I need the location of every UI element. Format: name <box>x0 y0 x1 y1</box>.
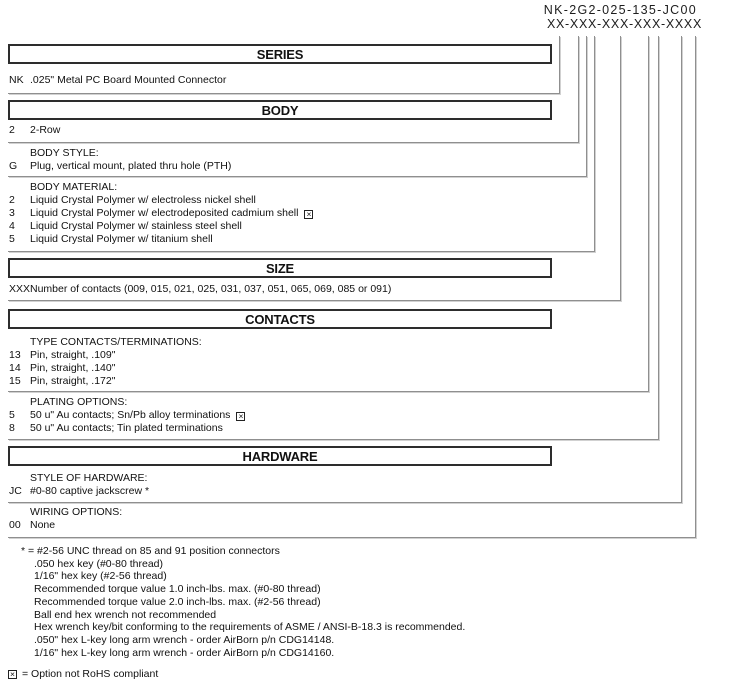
leader-line-series <box>8 36 560 94</box>
footnote-line: * = #2-56 UNC thread on 85 and 91 positi… <box>21 545 280 557</box>
option-code: NK <box>9 74 24 86</box>
option-row: G Plug, vertical mount, plated thru hole… <box>9 160 231 173</box>
section-header-size-label: SIZE <box>265 260 295 276</box>
leader-line-body-style <box>8 36 587 177</box>
option-desc: 50 u" Au contacts; Sn/Pb alloy terminati… <box>30 409 231 421</box>
section-header-series-label: SERIES <box>256 46 304 62</box>
leader-line-size <box>8 36 621 301</box>
footnote-line: Hex wrench key/bit conforming to the req… <box>34 621 466 634</box>
group-title: PLATING OPTIONS: <box>30 396 128 408</box>
section-header-hardware-label: HARDWARE <box>242 448 318 464</box>
option-desc: .025" Metal PC Board Mounted Connector <box>30 74 227 86</box>
option-row: XXX Number of contacts (009, 015, 021, 0… <box>9 283 391 296</box>
rohs-legend-text: = Option not RoHS compliant <box>22 668 159 680</box>
option-code: 2 <box>9 124 15 136</box>
option-desc: 2-Row <box>30 124 61 136</box>
option-desc: #0-80 captive jackscrew * <box>30 485 150 497</box>
section-header-hardware: HARDWARE <box>8 446 552 466</box>
option-code: 5 <box>9 409 15 421</box>
leader-line-body-rows <box>8 36 579 143</box>
leader-line-hardware <box>8 36 682 503</box>
group-title: STYLE OF HARDWARE: <box>30 472 148 484</box>
size-options: XXX Number of contacts (009, 015, 021, 0… <box>9 283 391 296</box>
option-code: 00 <box>9 519 21 531</box>
body-material-options: BODY MATERIAL: 2 Liquid Crystal Polymer … <box>9 181 314 246</box>
section-header-series: SERIES <box>8 44 552 64</box>
option-desc: Liquid Crystal Polymer w/ electroless ni… <box>30 194 256 206</box>
option-desc: Liquid Crystal Polymer w/ stainless stee… <box>30 220 242 232</box>
part-number-mask: XX-XXX-XXX-XXX-XXXX <box>546 17 702 31</box>
option-row: JC #0-80 captive jackscrew * <box>9 485 149 498</box>
part-number-example: NK-2G2-025-135-JC00 <box>543 3 697 17</box>
section-header-contacts: CONTACTS <box>8 309 552 329</box>
option-row: NK .025" Metal PC Board Mounted Connecto… <box>9 74 226 87</box>
leader-line-contacts-type <box>8 36 649 392</box>
section-header-body: BODY <box>8 100 552 120</box>
footnote-line: Ball end hex wrench not recommended <box>34 608 217 621</box>
footnote-line: 1/16" hex key (#2-56 thread) <box>34 570 167 583</box>
footnote-line: Recommended torque value 1.0 inch-lbs. m… <box>34 583 321 596</box>
option-row: 2 Liquid Crystal Polymer w/ electroless … <box>9 194 313 207</box>
option-desc: Number of contacts (009, 015, 021, 025, … <box>30 283 392 295</box>
option-desc: Pin, straight, .172" <box>30 375 116 387</box>
option-code: 14 <box>9 362 21 374</box>
footnotes: * = #2-56 UNC thread on 85 and 91 positi… <box>21 545 465 659</box>
option-row: 3 Liquid Crystal Polymer w/ electrodepos… <box>9 207 314 220</box>
option-row: 14 Pin, straight, .140" <box>9 362 202 375</box>
section-header-size: SIZE <box>8 258 552 278</box>
option-code: 15 <box>9 375 21 387</box>
option-row: 15 Pin, straight, .172" <box>9 375 202 388</box>
leader-line-body-material <box>8 36 595 252</box>
option-desc: Pin, straight, .140" <box>30 362 116 374</box>
section-header-body-label: BODY <box>261 102 299 118</box>
series-options: NK .025" Metal PC Board Mounted Connecto… <box>9 74 226 87</box>
option-desc: Pin, straight, .109" <box>30 349 116 361</box>
hardware-style-options: STYLE OF HARDWARE: JC #0-80 captive jack… <box>9 472 149 498</box>
option-row: 00 None <box>9 519 122 532</box>
option-row: 13 Pin, straight, .109" <box>9 349 202 362</box>
option-row: 4 Liquid Crystal Polymer w/ stainless st… <box>9 220 313 233</box>
footnote-line: 1/16" hex L-key long arm wrench - order … <box>34 646 335 659</box>
wiring-options: WIRING OPTIONS: 00 None <box>9 506 122 532</box>
option-code: 2 <box>9 194 15 206</box>
not-rohs-compliant-icon: × <box>8 669 17 679</box>
option-code: G <box>9 160 18 172</box>
option-code: 5 <box>9 233 15 245</box>
option-row: 8 50 u" Au contacts; Tin plated terminat… <box>9 422 245 435</box>
leader-line-plating <box>8 36 659 440</box>
option-desc: Liquid Crystal Polymer w/ titanium shell <box>30 233 213 245</box>
plating-options: PLATING OPTIONS: 5 50 u" Au contacts; Sn… <box>9 396 246 435</box>
option-code: 8 <box>9 422 15 434</box>
option-desc: None <box>30 519 56 531</box>
option-code: 13 <box>9 349 21 361</box>
option-code: 3 <box>9 207 15 219</box>
option-desc: Liquid Crystal Polymer w/ electrodeposit… <box>30 207 299 219</box>
option-row: 5 50 u" Au contacts; Sn/Pb alloy termina… <box>9 409 246 422</box>
contacts-type-options: TYPE CONTACTS/TERMINATIONS: 13 Pin, stra… <box>9 336 202 388</box>
leader-line-wiring <box>8 36 696 538</box>
group-title: TYPE CONTACTS/TERMINATIONS: <box>30 336 202 348</box>
option-code: XXX <box>9 283 31 295</box>
rohs-legend: × = Option not RoHS compliant <box>8 668 158 680</box>
option-desc: Plug, vertical mount, plated thru hole (… <box>30 160 232 172</box>
body-row-options: 2 2-Row <box>9 124 60 137</box>
option-code: JC <box>9 485 22 497</box>
footnote-line: Recommended torque value 2.0 inch-lbs. m… <box>34 595 321 608</box>
footnote-line: .050 hex key (#0-80 thread) <box>34 557 163 570</box>
group-title: BODY MATERIAL: <box>30 181 118 193</box>
not-rohs-compliant-icon: × <box>236 411 246 421</box>
option-row: 2 2-Row <box>9 124 60 137</box>
section-header-contacts-label: CONTACTS <box>245 311 315 327</box>
body-style-options: BODY STYLE: G Plug, vertical mount, plat… <box>9 147 231 173</box>
option-code: 4 <box>9 220 15 232</box>
option-row: 5 Liquid Crystal Polymer w/ titanium she… <box>9 233 313 246</box>
group-title: BODY STYLE: <box>30 147 99 159</box>
footnote-line: .050" hex L-key long arm wrench - order … <box>34 633 335 646</box>
option-desc: 50 u" Au contacts; Tin plated terminatio… <box>30 422 223 434</box>
group-title: WIRING OPTIONS: <box>30 506 123 518</box>
not-rohs-compliant-icon: × <box>304 209 314 219</box>
